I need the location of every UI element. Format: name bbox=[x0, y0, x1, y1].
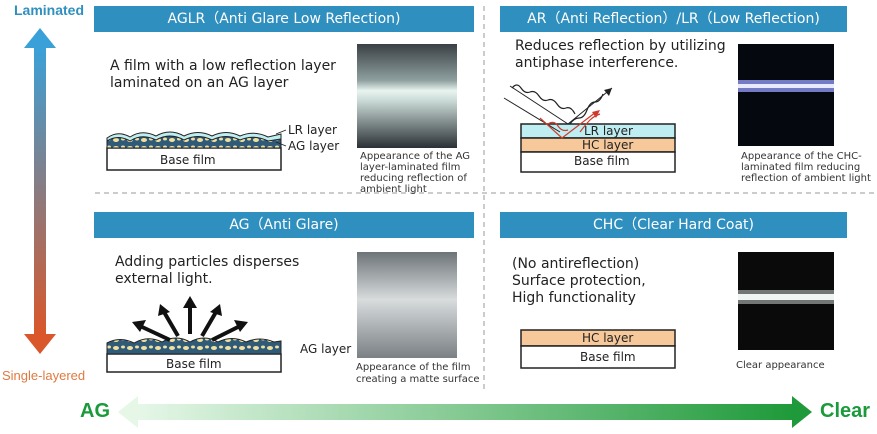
ar-caption-line-2: laminated film reducing bbox=[741, 162, 861, 173]
chc-photo bbox=[738, 252, 834, 350]
vertical-axis-arrow bbox=[24, 28, 56, 354]
ar-description-line-2: antiphase interference. bbox=[515, 55, 679, 71]
aglr-caption-line-4: ambient light bbox=[360, 184, 427, 195]
aglr-description-line-2: laminated on an AG layer bbox=[110, 75, 289, 91]
chc-description-line-2: Surface protection, bbox=[512, 273, 646, 289]
ag-title: AG（Anti Glare) bbox=[94, 212, 474, 238]
chc-film-diagram bbox=[520, 329, 676, 369]
chc-base-film-label: Base film bbox=[580, 350, 636, 364]
ar-base-film-label: Base film bbox=[574, 154, 630, 168]
aglr-photo bbox=[357, 44, 457, 148]
aglr-base-film-label: Base film bbox=[160, 153, 216, 167]
ar-description-line-1: Reduces reflection by utilizing bbox=[515, 38, 726, 54]
ag-caption-line-2: creating a matte surface bbox=[356, 374, 480, 385]
ar-caption-line-3: reflection of ambient light bbox=[741, 173, 871, 184]
ag-base-film-label: Base film bbox=[166, 357, 222, 371]
chc-caption-line-1: Clear appearance bbox=[736, 360, 825, 371]
aglr-description-line-1: A film with a low reflection layer bbox=[110, 58, 336, 74]
ag-layer-label: AG layer bbox=[300, 342, 352, 356]
axis-left-label: AG bbox=[80, 400, 110, 422]
aglr-caption-line-1: Appearance of the AG bbox=[360, 151, 471, 162]
ar-title: AR（Anti Reflection）/LR（Low Reflection) bbox=[500, 6, 847, 32]
ag-caption-line-1: Appearance of the film bbox=[356, 362, 471, 373]
aglr-title: AGLR（Anti Glare Low Reflection) bbox=[94, 6, 474, 32]
horizontal-axis-arrow bbox=[118, 396, 812, 428]
chc-description-line-3: High functionality bbox=[512, 290, 636, 306]
ar-film-diagram bbox=[503, 84, 676, 173]
aglr-film-diagram bbox=[106, 129, 287, 171]
ag-photo bbox=[357, 252, 457, 358]
aglr-caption-line-2: layer-laminated film bbox=[360, 162, 461, 173]
aglr-ag-layer-label: AG layer bbox=[288, 139, 340, 153]
chc-title: CHC（Clear Hard Coat) bbox=[500, 212, 847, 238]
ar-photo bbox=[738, 44, 834, 146]
aglr-caption-line-3: reducing reflection of bbox=[360, 173, 467, 184]
ar-lr-layer-label: LR layer bbox=[584, 124, 633, 138]
ag-film-diagram bbox=[106, 296, 282, 373]
ar-hc-layer-label: HC layer bbox=[582, 138, 634, 152]
axis-bottom-label: Single-layered bbox=[2, 368, 86, 383]
axis-top-label: Laminated bbox=[14, 2, 85, 18]
axis-right-label: Clear bbox=[820, 400, 871, 422]
ar-caption-line-1: Appearance of the CHC- bbox=[741, 151, 862, 162]
aglr-lr-layer-label: LR layer bbox=[288, 123, 337, 137]
ag-description-line-2: external light. bbox=[115, 271, 213, 287]
chc-description-line-1: (No antireflection) bbox=[512, 256, 640, 272]
chc-hc-layer-label: HC layer bbox=[582, 331, 634, 345]
ag-description-line-1: Adding particles disperses bbox=[115, 254, 300, 270]
